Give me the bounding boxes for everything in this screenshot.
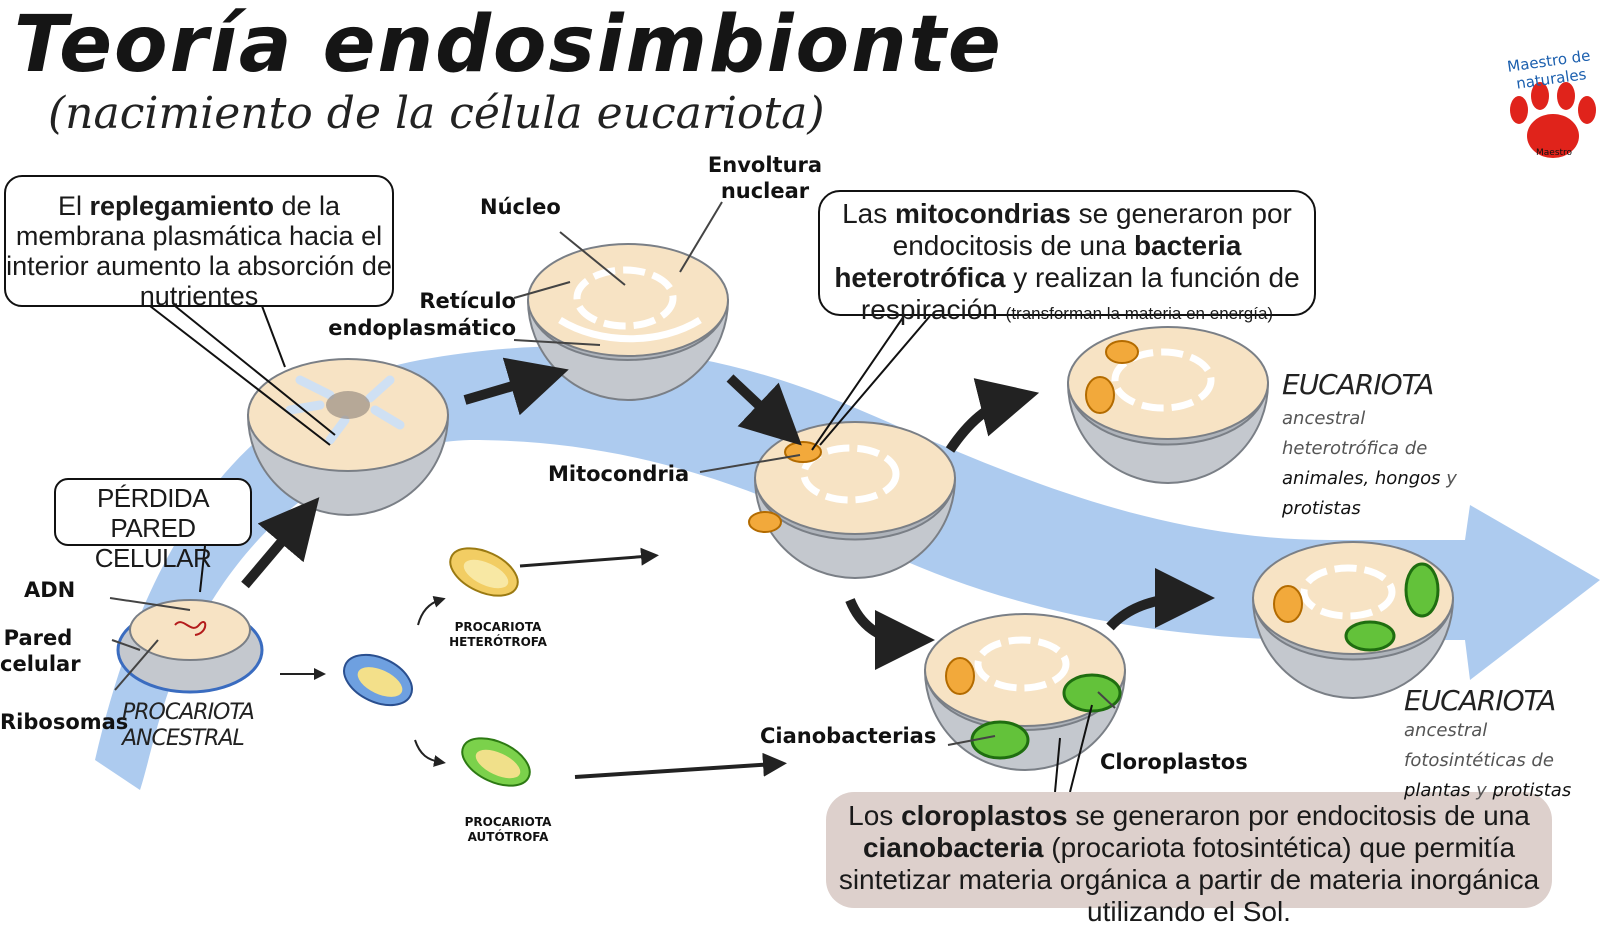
text-bold: plantas [1404,780,1470,801]
text-segment: y [1470,780,1492,801]
cell-procariota-ancestral [118,600,262,692]
paw-logo-icon [1510,82,1596,158]
text-bold: replegamiento [89,191,274,221]
text-segment: Los [848,800,901,831]
bubble-mitocondrias: Las mitocondrias se generaron por endoci… [818,190,1316,316]
label-cianobacterias: Cianobacterias [760,724,936,748]
caption-eucariota-planta: EUCARIOTA ancestral fotosintéticas de pla… [1404,686,1582,806]
bubble-perdida-pared: PÉRDIDA PARED CELULAR [54,478,252,546]
cell-eucariota-planta [1253,542,1453,698]
label-cloroplastos: Cloroplastos [1100,750,1248,774]
cell-cianobacterias [925,614,1125,770]
label-reticulo-endoplasmatico: Retículo endoplasmático [312,288,516,342]
text-bold: cianobacteria [863,832,1044,863]
text-head: EUCARIOTA [1282,368,1433,401]
text-bold: mitocondrias [895,198,1071,229]
logo-inner-text: Maestro [1536,148,1572,158]
text-bold: protistas [1492,780,1571,801]
caption-procariota-heterotrofa: PROCARIOTA HETERÓTROFA [438,620,558,650]
cell-eucariota-animal [1068,327,1268,483]
text-segment: ancestral fotosintéticas de [1404,720,1554,771]
text-bold: animales, hongos [1282,468,1441,489]
infographic: Teoría endosimbionte (nacimiento de la c… [0,0,1624,908]
bubble-cloroplastos: Los cloroplastos se generaron por endoci… [826,792,1552,908]
text-segment: Las [842,198,895,229]
bacteria-autotrofa [455,729,537,796]
text-bold: cloroplastos [901,800,1067,831]
bacteria-heterotrofa [443,539,525,606]
bacteria-ancestral [336,645,420,715]
text-segment: y [1441,468,1457,489]
text-segment: El [58,191,90,221]
label-adn: ADN [24,578,75,602]
label-nucleo: Núcleo [480,195,561,219]
text-bold: protistas [1282,498,1361,519]
text-head: EUCARIOTA [1404,686,1582,716]
caption-eucariota-animal: EUCARIOTA ancestral heterotrófica de ani… [1282,370,1482,524]
label-mitocondria: Mitocondria [548,462,689,486]
text-segment: ancestral heterotrófica de [1282,408,1427,459]
label-pared-celular: Pared celular [0,625,76,677]
caption-procariota-ancestral: PROCARIOTA ANCESTRAL [122,700,222,752]
caption-procariota-autotrofa: PROCARIOTA AUTÓTROFA [448,815,568,845]
label-ribosomas: Ribosomas [0,710,128,734]
label-envoltura-nuclear: Envoltura nuclear [700,152,830,204]
text-small: (transforman la materia en energía) [1006,304,1273,323]
